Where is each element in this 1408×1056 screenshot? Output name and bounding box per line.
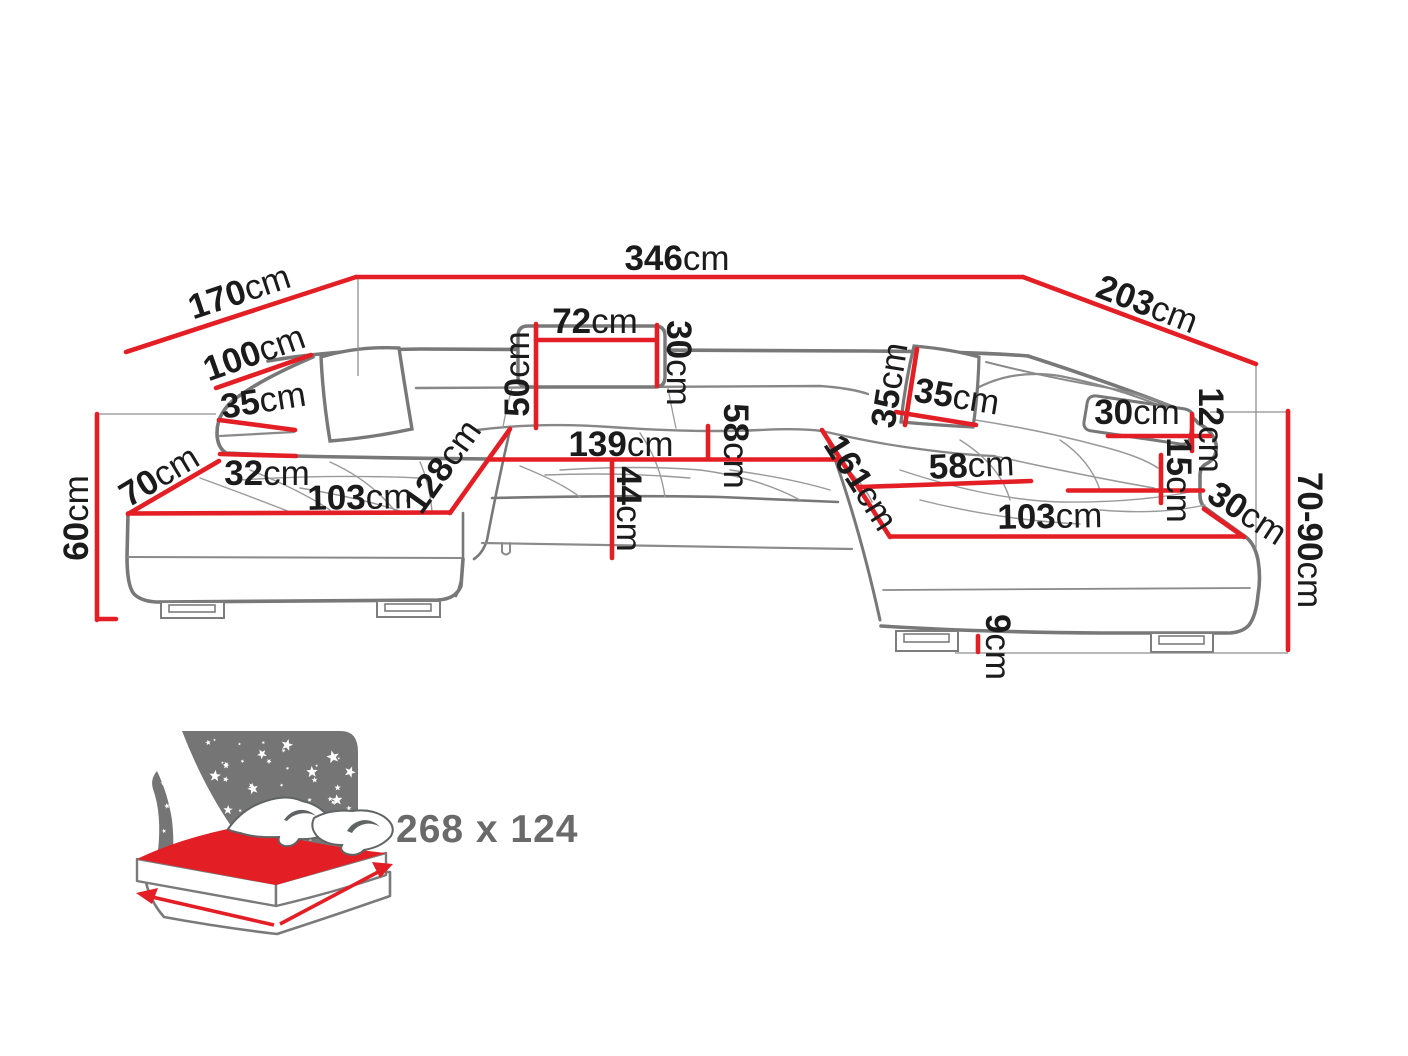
svg-text:58cm: 58cm: [928, 444, 1015, 487]
svg-text:70-90cm: 70-90cm: [1290, 472, 1329, 608]
svg-text:346cm: 346cm: [624, 239, 729, 278]
svg-text:58cm: 58cm: [716, 403, 755, 489]
svg-text:30cm: 30cm: [659, 320, 698, 406]
svg-text:50cm: 50cm: [498, 331, 537, 417]
svg-text:9cm: 9cm: [978, 614, 1017, 680]
svg-text:139cm: 139cm: [568, 425, 673, 464]
svg-text:32cm: 32cm: [224, 454, 310, 493]
svg-text:268 x 124: 268 x 124: [396, 808, 579, 851]
svg-text:15cm: 15cm: [1159, 437, 1198, 523]
svg-text:44cm: 44cm: [609, 466, 648, 552]
svg-text:103cm: 103cm: [307, 477, 413, 518]
svg-text:12cm: 12cm: [1191, 387, 1230, 473]
svg-text:103cm: 103cm: [997, 496, 1103, 537]
svg-text:72cm: 72cm: [552, 302, 638, 341]
svg-text:60cm: 60cm: [57, 475, 96, 561]
svg-text:30cm: 30cm: [1094, 393, 1180, 432]
